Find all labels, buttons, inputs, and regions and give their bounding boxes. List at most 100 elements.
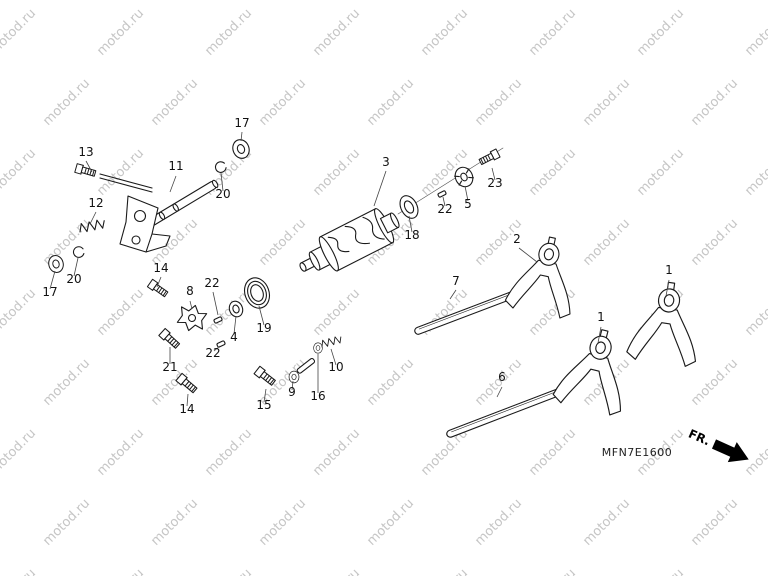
part-label-15: 15: [256, 398, 271, 412]
watermark-text: motod.ru: [688, 216, 741, 269]
part-label-21: 21: [162, 360, 177, 374]
dowel-pin-22-mid: [213, 316, 223, 324]
leader-lines: [49, 131, 670, 407]
shift-fork-1-right: [625, 277, 707, 369]
leader-line: [518, 247, 538, 263]
watermark-text: motod.ru: [688, 356, 741, 409]
drum-center-5: [454, 166, 474, 188]
part-label-6: 6: [498, 370, 506, 384]
fork-shaft-6: [445, 387, 564, 439]
shift-arm-assembly-11: [119, 195, 171, 253]
watermark-text: motod.ru: [418, 6, 471, 59]
leader-line: [213, 345, 221, 352]
leader-line: [491, 167, 496, 181]
watermark-text: motod.ru: [526, 566, 579, 576]
fr-label: FR.: [686, 427, 712, 449]
watermark-text: motod.ru: [742, 6, 768, 59]
watermark-text: motod.ru: [40, 496, 93, 549]
part-label-14: 14: [179, 402, 194, 416]
leader-line: [449, 289, 457, 300]
bearing-18: [399, 195, 419, 219]
leader-line: [169, 175, 177, 193]
bearing-19: [243, 277, 271, 309]
watermark-text: motod.ru: [688, 496, 741, 549]
leader-line: [442, 196, 446, 207]
watermark-text: motod.ru: [256, 76, 309, 129]
watermark-text: motod.ru: [202, 6, 255, 59]
watermark-text: motod.ru: [310, 286, 363, 339]
gearshift-spindle-11: [148, 179, 219, 226]
leader-line: [233, 315, 237, 335]
bolt-13: [74, 163, 97, 179]
gearshift-drum-3: [299, 208, 400, 272]
leader-line: [665, 279, 670, 297]
watermark-text: motod.ru: [310, 6, 363, 59]
watermark-text: motod.ru: [310, 426, 363, 479]
watermark-text: motod.ru: [148, 76, 201, 129]
part-label-11: 11: [168, 159, 183, 173]
watermark-text: motod.ru: [0, 6, 39, 59]
part-label-17: 17: [234, 116, 249, 130]
part-label-5: 5: [464, 197, 472, 211]
leader-line: [263, 388, 267, 403]
collar-4: [228, 300, 244, 318]
stopper-arm-9: [288, 357, 316, 384]
washer-16: [313, 342, 323, 354]
leader-line: [291, 380, 294, 391]
watermark-text: motod.ru: [580, 76, 633, 129]
part-label-1: 1: [597, 310, 605, 324]
watermark-text: motod.ru: [94, 286, 147, 339]
watermark-text: motod.ru: [40, 216, 93, 269]
watermark-text: motod.ru: [364, 496, 417, 549]
part-label-20: 20: [66, 272, 81, 286]
watermark-text: motod.ru: [580, 496, 633, 549]
part-label-14: 14: [153, 261, 168, 275]
part-label-10: 10: [328, 360, 343, 374]
leader-line: [85, 160, 93, 173]
part-label-17: 17: [42, 285, 57, 299]
leader-line: [373, 170, 387, 207]
part-label-19: 19: [256, 321, 271, 335]
bolt-21: [158, 327, 182, 351]
part-label-16: 16: [310, 389, 325, 403]
watermark-text: motod.ru: [526, 6, 579, 59]
part-label-18: 18: [404, 228, 419, 242]
shift-drum-stopper-plate-8: [176, 304, 208, 332]
part-label-3: 3: [382, 155, 390, 169]
part-label-4: 4: [230, 330, 238, 344]
watermark-text: motod.ru: [94, 566, 147, 576]
leader-line: [258, 305, 265, 326]
leader-line: [408, 215, 413, 233]
leader-line: [156, 276, 162, 288]
part-label-22: 22: [437, 202, 452, 216]
leader-line: [496, 386, 503, 398]
watermark-text: motod.ru: [94, 146, 147, 199]
leader-line: [73, 257, 79, 277]
watermark-text: motod.ru: [40, 76, 93, 129]
watermark-text: motod.ru: [310, 566, 363, 576]
leader-line: [597, 326, 602, 344]
dowel-pin-22-low: [216, 340, 226, 348]
leader-line: [220, 172, 224, 192]
part-label-23: 23: [487, 176, 502, 190]
watermark-text: motod.ru: [364, 356, 417, 409]
watermark-text: motod.ru: [94, 426, 147, 479]
watermark-text: motod.ru: [634, 6, 687, 59]
part-label-9: 9: [288, 385, 296, 399]
watermark-text: motod.ru: [418, 426, 471, 479]
watermark-text: motod.ru: [742, 146, 768, 199]
watermark-text: motod.ru: [94, 6, 147, 59]
leader-line: [186, 393, 189, 407]
watermark-text: motod.ru: [742, 426, 768, 479]
part-label-1: 1: [665, 263, 673, 277]
watermark-text: motod.ru: [0, 426, 39, 479]
snap-ring-20-left: [72, 245, 85, 259]
fr-direction-indicator: FR.: [686, 427, 749, 463]
leader-line: [49, 270, 56, 290]
watermark-text: motod.ru: [40, 356, 93, 409]
leader-line: [212, 291, 219, 316]
part-label-7: 7: [452, 274, 460, 288]
